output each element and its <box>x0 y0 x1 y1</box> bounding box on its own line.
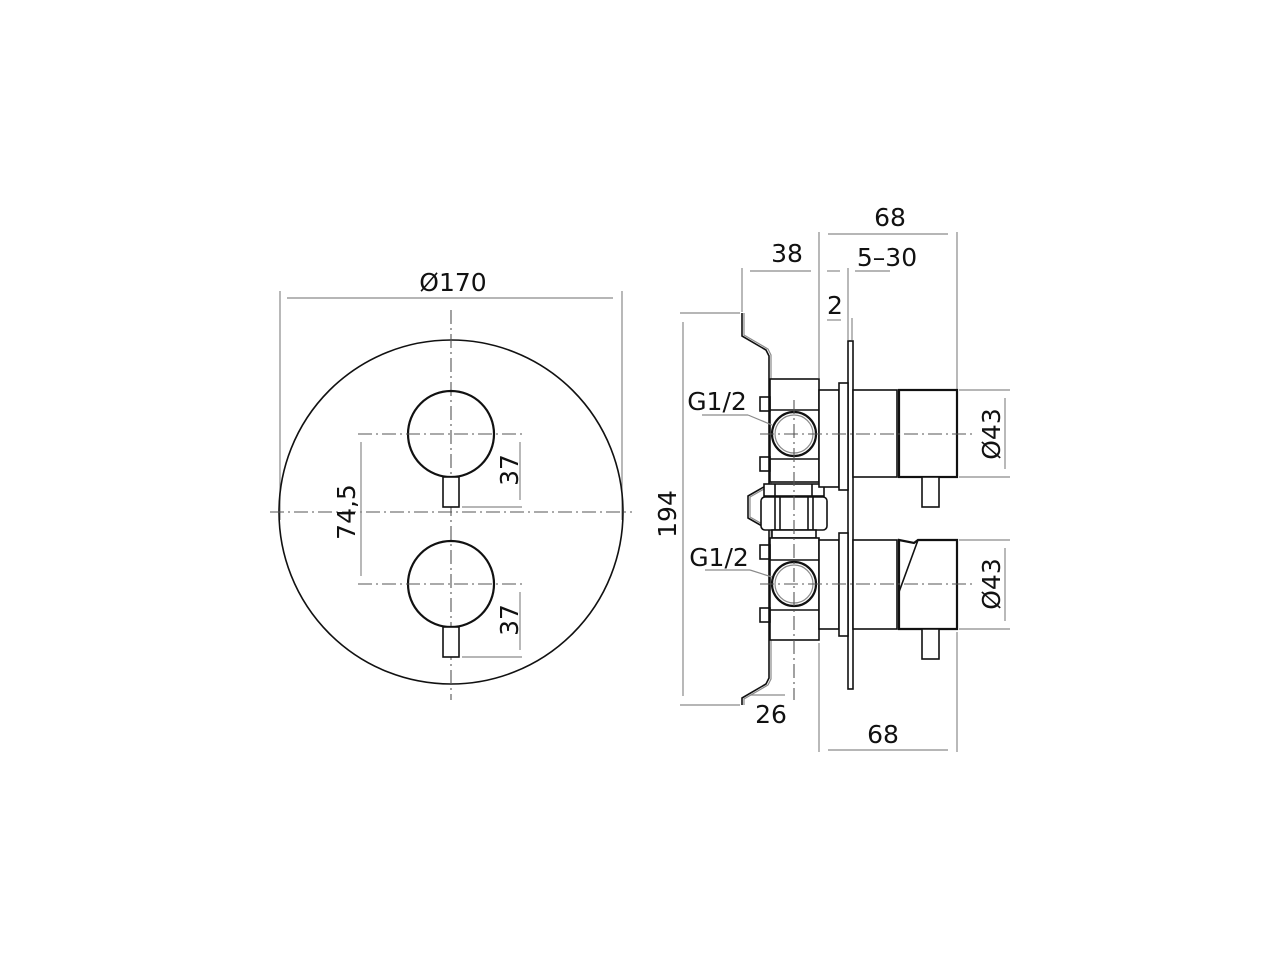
upper-knob-diameter-label: Ø43 <box>977 408 1006 460</box>
lower-handle-dimension-label: 37 <box>495 604 524 636</box>
front-view: Ø170 74,5 37 37 <box>270 268 632 700</box>
bottom-total-depth-label: 68 <box>867 720 899 749</box>
spacing-label: 74,5 <box>332 484 361 540</box>
height-label: 194 <box>653 490 682 538</box>
upper-lever-side <box>921 476 940 508</box>
diameter-label: Ø170 <box>419 268 486 297</box>
lower-knob-diameter-label: Ø43 <box>977 558 1006 610</box>
lower-handle-lever <box>442 626 460 658</box>
upper-handle-dimension-label: 37 <box>495 454 524 486</box>
top-total-depth-label: 68 <box>874 203 906 232</box>
lower-lever-side <box>921 628 940 660</box>
adjust-range-label: 5–30 <box>857 243 917 272</box>
side-view: 68 38 5–30 2 194 <box>653 203 1010 752</box>
upper-handle-lever <box>442 476 460 508</box>
upper-inlet-label: G1/2 <box>687 387 747 416</box>
cover-plate-side <box>847 340 854 690</box>
lower-inlet-label: G1/2 <box>689 543 749 572</box>
plate-thickness-label: 2 <box>827 291 843 320</box>
bottom-depth-label: 26 <box>755 700 787 729</box>
body-depth-label: 38 <box>771 239 803 268</box>
mounting-bracket <box>741 313 770 705</box>
